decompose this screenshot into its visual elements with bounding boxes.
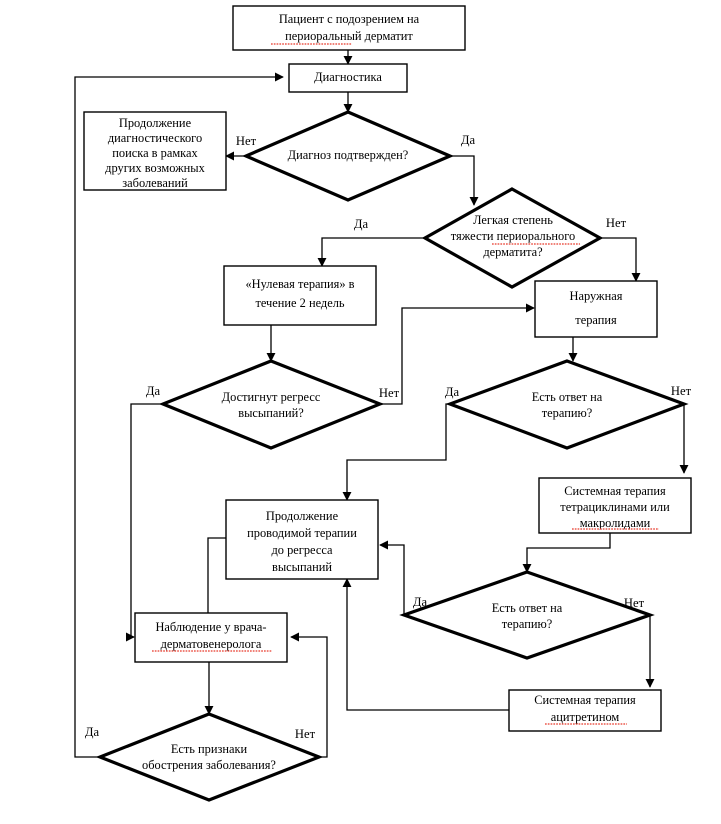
node-continue-therapy-line-3: высыпаний	[272, 560, 332, 574]
edge-labels: Нет Да Да Нет Да Нет Да Нет Да Нет Да Не…	[85, 133, 692, 741]
node-topical-therapy-shape	[534, 280, 658, 338]
node-continue-search[interactable]: Продолжение диагностического поиска в ра…	[83, 111, 227, 191]
node-response-topical-line-0: Есть ответ на	[532, 390, 603, 404]
node-zero-therapy-shape	[223, 265, 377, 326]
edge-label-exac-no: Нет	[295, 727, 316, 741]
node-systemic-tetracycline[interactable]: Системная терапия тетрациклинами или мак…	[538, 477, 692, 534]
edge-label-mild-yes: Да	[354, 217, 369, 231]
edge-label-regress-yes: Да	[146, 384, 161, 398]
edge-regress-no-to-topical	[380, 303, 535, 405]
node-diagnostics-shape	[288, 63, 408, 93]
node-continue-therapy-line-0: Продолжение	[266, 509, 339, 523]
node-observation-line-0: Наблюдение у врача-	[155, 620, 266, 634]
node-diagnostics[interactable]: Диагностика	[288, 63, 408, 93]
node-start-line-1: периоральный дерматит	[285, 29, 413, 43]
node-systemic-tetracycline-line-1: тетрациклинами или	[560, 500, 670, 514]
node-regress-achieved-shape	[158, 359, 385, 450]
node-response-topical[interactable]: Есть ответ на терапию?	[445, 359, 689, 450]
node-exacerbation-signs-line-1: обострения заболевания?	[142, 758, 276, 772]
node-systemic-acitretin-line-0: Системная терапия	[534, 693, 636, 707]
node-mild-severity-line-0: Легкая степень	[473, 213, 553, 227]
node-observation-line-1: дерматовенеролога	[161, 637, 262, 651]
node-start[interactable]: Пациент с подозрением на периоральный де…	[232, 5, 466, 51]
node-diagnostics-line-0: Диагностика	[314, 70, 382, 84]
node-continue-search-line-0: Продолжение	[119, 116, 192, 130]
node-exacerbation-signs-shape	[95, 712, 324, 802]
edge-diagnosis-yes-to-mild	[450, 155, 479, 206]
edge-label-mild-no: Нет	[606, 216, 627, 230]
node-response-systemic-shape	[399, 570, 655, 660]
node-systemic-acitretin-line-1: ацитретином	[551, 710, 620, 724]
node-mild-severity-line-1: тяжести периорального	[451, 229, 575, 243]
edge-systemic-tetra-to-response	[522, 533, 611, 573]
node-mild-severity[interactable]: Легкая степень тяжести периорального дер…	[421, 187, 604, 289]
node-continue-search-shape	[83, 111, 227, 191]
node-zero-therapy-line-0: «Нулевая терапия» в	[245, 277, 354, 291]
edge-label-resp-top-yes: Да	[445, 385, 460, 399]
node-response-topical-shape	[445, 359, 689, 450]
edge-label-resp-top-no: Нет	[671, 384, 692, 398]
node-systemic-tetracycline-line-2: макролидами	[580, 516, 651, 530]
node-exacerbation-signs[interactable]: Есть признаки обострения заболевания?	[95, 712, 324, 802]
node-diagnosis-confirmed-shape	[241, 110, 455, 202]
node-zero-therapy-line-1: течение 2 недель	[255, 296, 344, 310]
edge-label-resp-sys-yes: Да	[413, 595, 428, 609]
node-observation-shape	[134, 612, 288, 663]
node-systemic-acitretin[interactable]: Системная терапия ацитретином	[508, 689, 662, 732]
edge-response-sys-yes-to-continue-therapy	[379, 540, 405, 615]
edge-response-yes-to-continue-therapy	[342, 403, 450, 501]
node-continue-search-line-2: поиска в рамках	[112, 146, 198, 160]
edge-label-diagnosis-no: Нет	[236, 134, 257, 148]
node-continue-search-line-3: других возможных	[105, 161, 205, 175]
edge-label-exac-yes: Да	[85, 725, 100, 739]
node-topical-therapy[interactable]: Наружная терапия	[534, 280, 658, 338]
node-response-topical-line-1: терапию?	[542, 406, 592, 420]
node-systemic-tetracycline-shape	[538, 477, 692, 534]
edge-label-resp-sys-no: Нет	[624, 596, 645, 610]
node-regress-achieved[interactable]: Достигнут регресс высыпаний?	[158, 359, 385, 450]
node-diagnosis-confirmed[interactable]: Диагноз подтвержден?	[241, 110, 455, 202]
edge-mild-yes-to-zero-therapy	[317, 237, 425, 267]
node-exacerbation-signs-line-0: Есть признаки	[171, 742, 248, 756]
node-topical-therapy-line-0: Наружная	[570, 289, 623, 303]
node-mild-severity-line-2: дерматита?	[483, 245, 542, 259]
node-continue-search-line-4: заболеваний	[122, 176, 188, 190]
node-topical-therapy-line-1: терапия	[575, 313, 617, 327]
node-regress-achieved-line-1: высыпаний?	[238, 406, 304, 420]
node-zero-therapy[interactable]: «Нулевая терапия» в течение 2 недель	[223, 265, 377, 326]
node-continue-therapy-shape	[225, 499, 379, 580]
edge-exacerbation-yes-to-diagnostics	[74, 72, 284, 758]
edge-label-diagnosis-yes: Да	[461, 133, 476, 147]
edge-regress-yes-to-observation	[125, 403, 163, 642]
node-observation[interactable]: Наблюдение у врача- дерматовенеролога	[134, 612, 288, 663]
node-mild-severity-shape	[421, 187, 604, 289]
node-continue-therapy-line-2: до регресса	[271, 543, 333, 557]
node-response-systemic[interactable]: Есть ответ на терапию?	[399, 570, 655, 660]
edge-mild-no-to-topical	[600, 237, 641, 282]
edge-acitretin-to-continue-therapy	[342, 578, 510, 711]
node-continue-therapy-line-1: проводимой терапии	[247, 526, 357, 540]
edge-label-regress-no: Нет	[379, 386, 400, 400]
node-response-systemic-line-1: терапию?	[502, 617, 552, 631]
node-continue-therapy[interactable]: Продолжение проводимой терапии до регрес…	[225, 499, 379, 580]
node-diagnosis-confirmed-line-0: Диагноз подтвержден?	[288, 148, 409, 162]
node-response-systemic-line-0: Есть ответ на	[492, 601, 563, 615]
node-systemic-tetracycline-line-0: Системная терапия	[564, 484, 666, 498]
node-start-line-0: Пациент с подозрением на	[279, 12, 420, 26]
node-regress-achieved-line-0: Достигнут регресс	[222, 390, 321, 404]
node-continue-search-line-1: диагностического	[108, 131, 202, 145]
node-start-shape	[232, 5, 466, 51]
